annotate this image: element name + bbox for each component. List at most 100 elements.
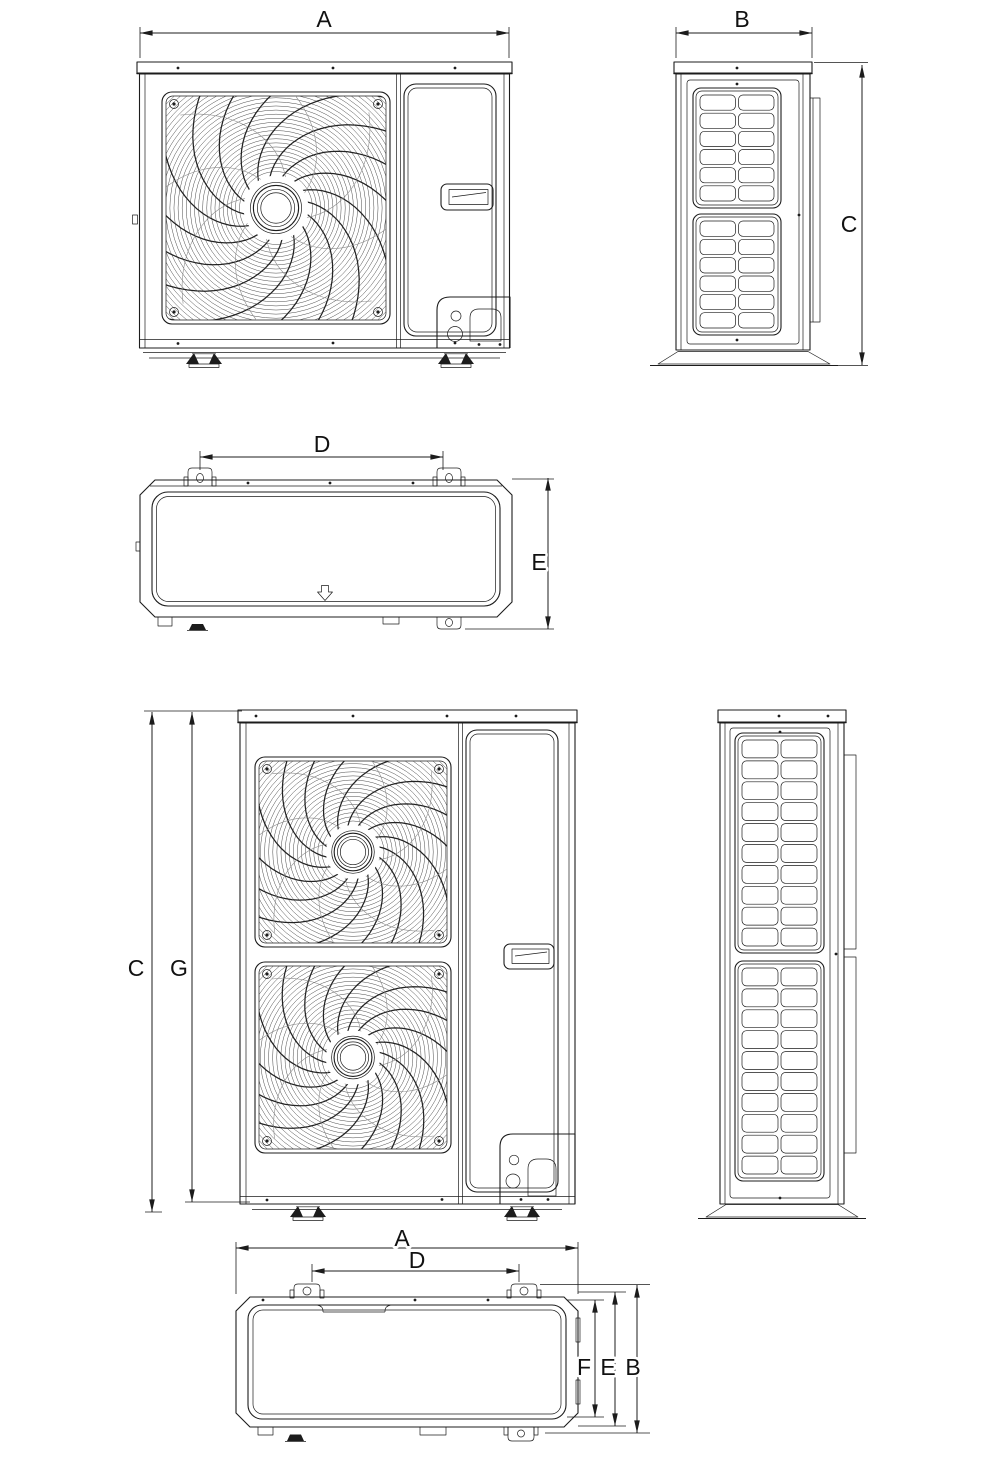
drawing-line [161, 91, 391, 325]
drawing-line [264, 968, 442, 1147]
drawing-line [181, 197, 249, 304]
bracket-hole [196, 473, 204, 483]
drawing-line [259, 966, 342, 1074]
drawing-line [260, 966, 446, 1149]
drawing-line [194, 126, 358, 290]
drawing-line [273, 96, 317, 196]
grille-screw-icon [262, 969, 272, 979]
fan-grille [161, 91, 391, 325]
drawing-line [741, 906, 779, 926]
drawing-line [172, 102, 176, 106]
drawing-line [364, 1041, 447, 1149]
drawing-line [699, 185, 736, 202]
grille-screw-icon [373, 307, 383, 317]
screw-dot [440, 1198, 444, 1201]
drawing-line [166, 176, 277, 266]
drawing-line [326, 851, 402, 943]
drawing-line [214, 146, 338, 270]
bottom-tab [419, 1426, 447, 1436]
terminal-cover [527, 1158, 557, 1197]
drawing-line [729, 727, 831, 1199]
drawing-line [780, 1072, 818, 1091]
dimension-lines [139, 27, 868, 1434]
drawing-line [780, 1113, 818, 1133]
rear-flange [809, 97, 821, 323]
drawing-line [259, 1072, 360, 1129]
foot [287, 1434, 304, 1441]
grille-screw-icon [262, 1136, 272, 1146]
drawing-line [235, 220, 279, 320]
drawing-line [780, 865, 818, 884]
grille-screw-icon [169, 99, 179, 109]
drawing-line [738, 257, 775, 274]
unit2-front-view [237, 709, 578, 1221]
drawing-line [259, 863, 369, 943]
drawing-line [281, 761, 338, 859]
drawing-line [316, 1304, 324, 1312]
drawing-line [181, 113, 371, 303]
drawing-line [741, 1155, 779, 1175]
drawing-line [780, 1030, 818, 1049]
bottom-tab [382, 616, 400, 625]
drawing-line [188, 363, 220, 368]
foot [290, 1206, 326, 1221]
drawing-line [741, 844, 779, 863]
drawing-line [432, 476, 438, 487]
drawing-line [265, 933, 269, 937]
drawing-line [318, 1067, 355, 1149]
drawing-line [297, 796, 409, 908]
screw-dot [254, 714, 258, 718]
drawing-line [738, 130, 775, 147]
drawing-line [358, 821, 447, 933]
drawing-line [292, 1216, 324, 1221]
drawing-line [177, 109, 375, 307]
drawing-line [461, 353, 474, 364]
drawing-line [351, 761, 388, 842]
drawing-line [272, 1063, 384, 1149]
drawing-line [260, 761, 446, 943]
vent-grids [692, 87, 782, 336]
drawing-line [364, 836, 447, 943]
drawing-line [780, 1155, 818, 1175]
side-tab [575, 1317, 581, 1343]
screw-dot [246, 481, 250, 485]
foot [504, 1206, 540, 1221]
drawing-line [259, 867, 360, 924]
drawing-line [186, 353, 199, 364]
drawing-line [536, 1289, 542, 1299]
drawing-line [437, 933, 441, 937]
drawing-line [259, 966, 447, 1149]
drawing-line [686, 79, 800, 345]
screw-dot [826, 714, 830, 718]
drawing-line [780, 885, 818, 905]
drawing-line [438, 353, 451, 364]
top-panel [247, 1304, 567, 1420]
bracket-hole [445, 618, 453, 627]
drawing-line [190, 122, 362, 294]
grille-screw-icon [434, 930, 444, 940]
drawing-line [780, 1093, 818, 1112]
drawing-line [336, 966, 447, 1047]
drawing-line [166, 96, 386, 320]
fan-grilles [254, 756, 452, 1154]
drawing-line [339, 838, 367, 866]
drawing-line [741, 1093, 779, 1112]
drawing-line [699, 167, 736, 184]
drawing-line [209, 353, 222, 364]
drawing-line [172, 310, 176, 314]
side-tab [575, 1379, 581, 1405]
drawing-line [741, 967, 779, 987]
foot [438, 353, 474, 368]
drawing-line [504, 1206, 517, 1217]
mount-bracket [510, 1283, 538, 1298]
drawing-line [738, 167, 775, 184]
drawing-line [288, 993, 418, 1122]
drawing-line [339, 1044, 367, 1071]
drawing-line [738, 112, 775, 129]
control-box [436, 296, 511, 348]
drawing-line [283, 172, 386, 303]
drawing-line [734, 732, 825, 954]
drawing-line [304, 966, 380, 1059]
screw-dot [413, 1298, 417, 1302]
bottom-tab [157, 616, 173, 627]
